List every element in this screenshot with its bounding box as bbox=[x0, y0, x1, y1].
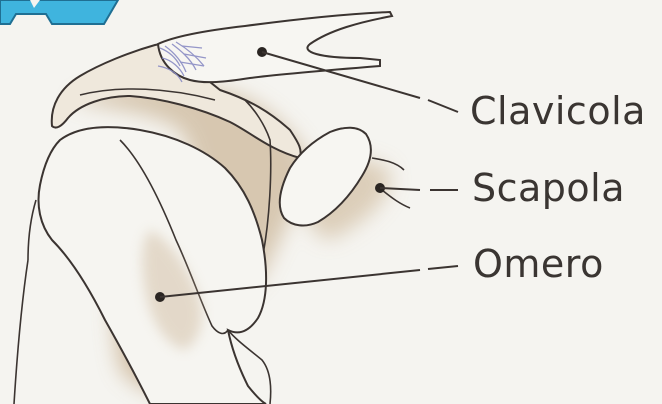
panel-letter-a-logo bbox=[0, 0, 118, 24]
label-omero: Omero bbox=[473, 245, 604, 283]
label-scapola: Scapola bbox=[472, 169, 625, 207]
label-clavicola: Clavicola bbox=[470, 92, 646, 130]
